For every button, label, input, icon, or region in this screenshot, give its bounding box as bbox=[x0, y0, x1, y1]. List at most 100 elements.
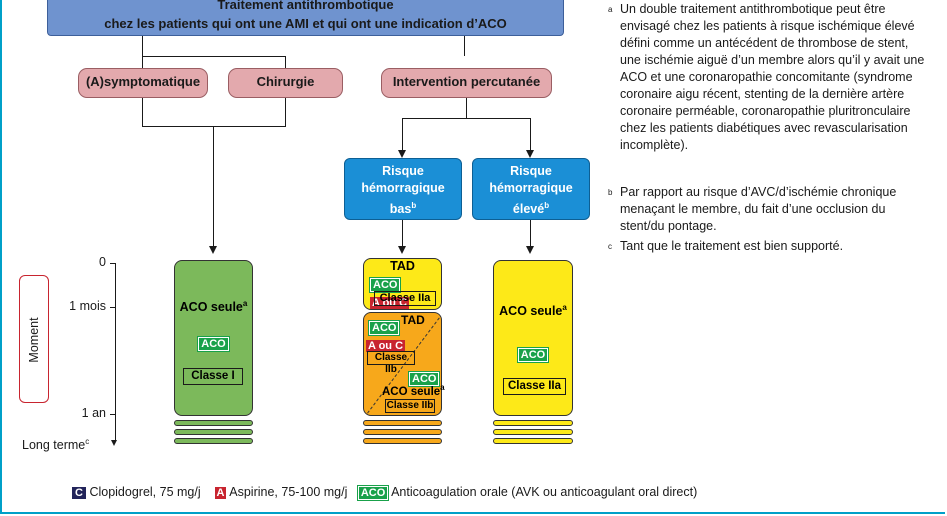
col3-stripe bbox=[493, 438, 573, 444]
col2-stripe bbox=[363, 438, 442, 444]
arrow-down bbox=[209, 246, 217, 254]
tick bbox=[110, 307, 116, 308]
col1-stripe bbox=[174, 429, 253, 435]
col2-mid-aco-wrap: ACO bbox=[367, 318, 401, 336]
connector bbox=[142, 56, 286, 57]
arrow-down bbox=[526, 246, 534, 254]
risk-high-sup: b bbox=[544, 201, 550, 210]
legend-a-text: Aspirine, 75-100 mg/j bbox=[229, 485, 348, 499]
risk-low-line3: bas bbox=[389, 202, 412, 217]
connector bbox=[285, 56, 286, 68]
legend: C Clopidogrel, 75 mg/j A Aspirine, 75-10… bbox=[72, 485, 872, 501]
connector bbox=[142, 126, 286, 127]
tick-long-terme-sup: c bbox=[85, 437, 90, 446]
risk-high-line1: Risque bbox=[510, 164, 552, 178]
header-line1: Traitement antithrombotique bbox=[217, 0, 394, 12]
connector bbox=[402, 220, 403, 246]
risk-high-line2: hémorragique bbox=[489, 181, 573, 195]
col2-low-title: ACO seulea bbox=[382, 383, 445, 398]
legend-aco-tag: ACO bbox=[356, 485, 390, 501]
connector bbox=[464, 36, 465, 56]
risk-low-line2: hémorragique bbox=[361, 181, 445, 195]
col2-top-title: TAD bbox=[390, 259, 415, 273]
note-b: b Par rapport au risque d’AVC/d’ischémie… bbox=[608, 184, 928, 235]
col2-low-classe: Classe IIb bbox=[385, 399, 435, 413]
col2-mid-aorc-wrap: A ou C bbox=[366, 336, 406, 354]
branch-asymptomatique: (A)symptomatique bbox=[78, 68, 208, 98]
connector bbox=[142, 56, 143, 68]
col2-top-aco-tag: ACO bbox=[368, 277, 402, 293]
col2-low-aco-wrap: ACO bbox=[407, 369, 441, 387]
connector bbox=[402, 118, 531, 119]
arrow-down bbox=[398, 150, 406, 158]
col2-mid-classe: Classe IIb bbox=[367, 351, 415, 375]
arrow-down bbox=[398, 246, 406, 254]
col2-top-classe: Classe IIa bbox=[374, 291, 436, 306]
tick-0: 0 bbox=[99, 255, 106, 269]
col3-stripe bbox=[493, 420, 573, 426]
col3-sup: a bbox=[562, 303, 567, 312]
note-a-mark: a bbox=[608, 5, 613, 14]
connector bbox=[530, 118, 531, 150]
tick-long-terme-label: Long terme bbox=[22, 438, 86, 453]
tick-long-terme: Long termec bbox=[22, 437, 112, 452]
col3-aco-tag: ACO bbox=[516, 347, 550, 363]
header-line2: chez les patients qui ont une AMI et qui… bbox=[104, 16, 507, 31]
col2-mid-title: TAD bbox=[401, 313, 425, 327]
col1-stripe bbox=[174, 438, 253, 444]
note-c-text: Tant que le traitement est bien supporté… bbox=[620, 239, 844, 253]
col2-low-title-text: ACO seule bbox=[382, 385, 441, 398]
connector bbox=[466, 98, 467, 118]
legend-c-tag: C bbox=[72, 487, 86, 499]
col2-stripe bbox=[363, 429, 442, 435]
tick-1-mois: 1 mois bbox=[69, 299, 106, 313]
col3-tag-wrap: ACO bbox=[493, 345, 573, 363]
connector bbox=[285, 98, 286, 126]
timeline-arrow bbox=[111, 440, 117, 446]
timeline-axis bbox=[115, 263, 116, 441]
col3-bar bbox=[493, 260, 573, 416]
legend-aco-text: Anticoagulation orale (AVK ou anticoagul… bbox=[391, 485, 698, 499]
note-b-mark: b bbox=[608, 188, 613, 197]
col2-top-aorc-tag: A ou C bbox=[370, 297, 410, 309]
col1-classe: Classe I bbox=[183, 368, 243, 385]
legend-c-text: Clopidogrel, 75 mg/j bbox=[89, 485, 201, 499]
moment-label-box bbox=[19, 275, 49, 403]
arrow-down bbox=[526, 150, 534, 158]
risk-high-box: Risque hémorragique élevéb bbox=[472, 158, 590, 220]
col1-title-text: ACO seule bbox=[179, 300, 243, 315]
risk-low-sup: b bbox=[411, 201, 417, 210]
col3-classe: Classe IIa bbox=[503, 378, 566, 395]
note-a-text: Un double traitement antithrombotique pe… bbox=[620, 2, 925, 152]
col3-title: ACO seulea bbox=[493, 303, 573, 318]
branch-intervention-percutanee: Intervention percutanée bbox=[381, 68, 552, 98]
legend-a-tag: A bbox=[214, 487, 227, 499]
note-b-text: Par rapport au risque d’AVC/d’ischémie c… bbox=[620, 185, 897, 233]
connector bbox=[142, 36, 143, 56]
col1-aco-tag: ACO bbox=[197, 336, 230, 352]
risk-high-line3: élevé bbox=[512, 202, 545, 217]
note-a: a Un double traitement antithrombotique … bbox=[608, 1, 928, 154]
col2-mid-aco-tag: ACO bbox=[367, 320, 401, 336]
tick bbox=[110, 414, 116, 415]
col2-stripe bbox=[363, 420, 442, 426]
col3-stripe bbox=[493, 429, 573, 435]
header-box: Traitement antithrombotique chez les pat… bbox=[47, 0, 564, 36]
branch-chirurgie: Chirurgie bbox=[228, 68, 343, 98]
tick bbox=[110, 263, 116, 264]
col3-title-text: ACO seule bbox=[499, 304, 563, 319]
col1-tag-wrap: ACO bbox=[174, 334, 253, 352]
col2-low-aco-tag: ACO bbox=[407, 371, 441, 387]
risk-low-box: Risque hémorragique basb bbox=[344, 158, 462, 220]
col1-stripe bbox=[174, 420, 253, 426]
moment-label: Moment bbox=[27, 317, 41, 363]
col2-low-sup: a bbox=[440, 383, 445, 392]
connector bbox=[402, 118, 403, 150]
connector bbox=[142, 98, 143, 126]
col2-mid-aorc-tag: A ou C bbox=[366, 340, 406, 352]
col1-title: ACO seulea bbox=[174, 299, 253, 314]
connector bbox=[213, 126, 214, 246]
note-c-mark: c bbox=[608, 242, 612, 251]
col1-sup: a bbox=[242, 299, 248, 308]
